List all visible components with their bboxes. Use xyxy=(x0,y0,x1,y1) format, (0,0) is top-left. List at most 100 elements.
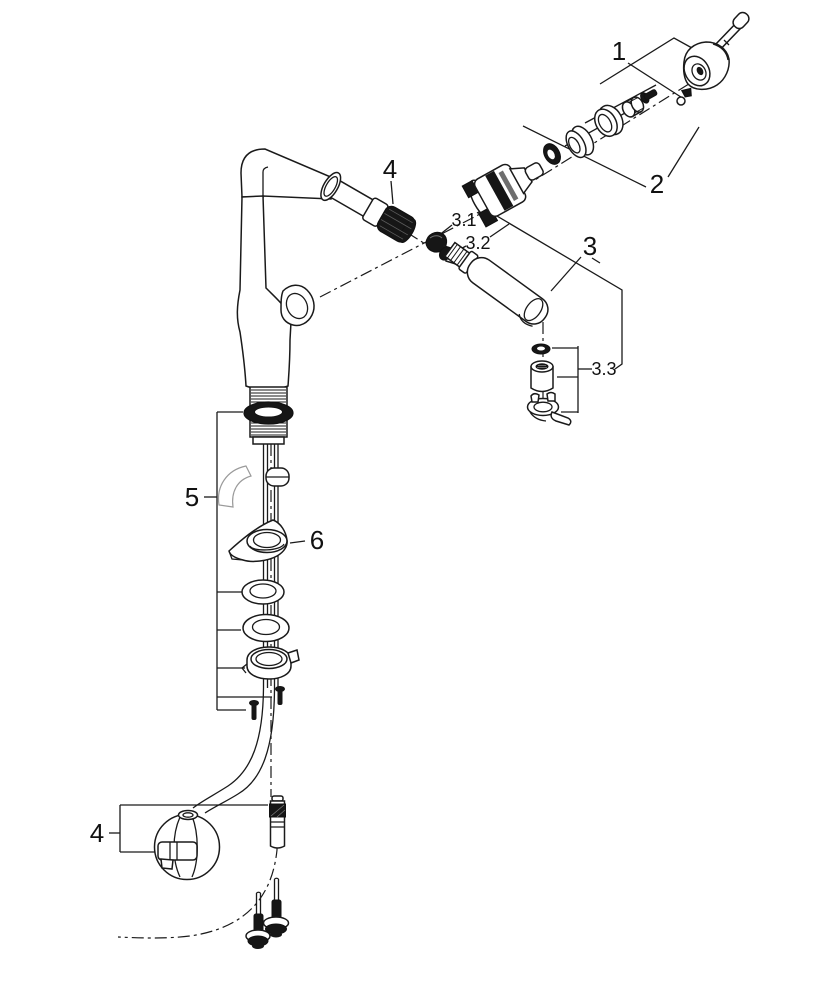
shank-o-ring-hole xyxy=(254,406,283,418)
handle-cartridge-group xyxy=(461,11,750,228)
callout-3-leader xyxy=(550,256,582,292)
key-prong-left xyxy=(530,392,540,403)
aerator-o-ring-hole xyxy=(537,346,545,351)
screw-right-shaft xyxy=(277,690,283,705)
cartridge-ring-nut xyxy=(565,125,595,159)
hose-thread-lines xyxy=(446,244,468,266)
shank-collar xyxy=(252,436,285,445)
callout-5-label: 5 xyxy=(185,482,199,512)
callout-6-leader xyxy=(289,540,306,544)
callout-1-leader xyxy=(599,37,693,85)
clamp-tab xyxy=(287,649,300,664)
callout-labels: 1 2 3 3.1 3.2 3.3 4 5 6 4 xyxy=(90,36,664,848)
stud-left-tip xyxy=(252,943,264,949)
spout-inner-corner xyxy=(262,166,269,196)
check-valve-hilite xyxy=(429,235,443,239)
lever-joint xyxy=(723,39,730,46)
lever-tip xyxy=(732,11,750,30)
cap-ring xyxy=(593,104,624,138)
aerator-key xyxy=(526,391,572,426)
callout-3-1-label: 3.1 xyxy=(451,210,476,230)
clamp-ear xyxy=(241,663,248,674)
hose-tube-end xyxy=(523,298,544,322)
aerator-screen-dots xyxy=(537,365,547,368)
cartridge-port-face xyxy=(285,292,309,320)
hose-curve-right xyxy=(204,689,276,814)
handle-knob-rim xyxy=(712,43,729,61)
rubber-washer-outer xyxy=(241,579,285,605)
stud-right-tip xyxy=(270,931,282,938)
clamp-screw-left xyxy=(249,700,259,720)
callout-4-top-label: 4 xyxy=(383,154,397,184)
spray-head-texture xyxy=(379,208,413,240)
detent-cone xyxy=(680,87,692,98)
weight-clip-tab xyxy=(160,858,174,870)
key-body-arc xyxy=(529,411,547,422)
stud-left-shaft xyxy=(255,891,262,916)
key-prong-right xyxy=(546,391,556,402)
lever-handle xyxy=(682,11,750,91)
adapter-back xyxy=(630,96,645,113)
weight-hole xyxy=(177,809,199,821)
rubber-washer-inner xyxy=(249,583,277,599)
stabilizer-foot xyxy=(228,550,244,561)
rubber-washer xyxy=(241,579,285,605)
callout-2-leader-right xyxy=(667,126,700,178)
spout-end-ring xyxy=(320,171,342,202)
connector-grooves xyxy=(270,821,285,828)
callout-3-stub xyxy=(591,257,601,264)
mounting-clamp xyxy=(241,646,300,680)
callout-4-top-leader xyxy=(390,180,394,205)
stabilizer-plate xyxy=(228,519,288,563)
ring-nut-hole xyxy=(567,136,581,154)
seal-ring-hole xyxy=(547,149,555,160)
callout-2-label: 2 xyxy=(650,169,664,199)
weight-clip-lines xyxy=(169,842,178,860)
detent-ball xyxy=(676,96,686,106)
cartridge-band xyxy=(485,170,514,211)
callout-6-label: 6 xyxy=(310,525,324,555)
hose-curve-left xyxy=(192,687,265,809)
metal-washer-inner xyxy=(251,618,281,636)
explosion-axes xyxy=(117,76,701,939)
spout-arm xyxy=(240,148,334,200)
aerator-insert xyxy=(530,360,554,393)
spray-head-face xyxy=(399,218,417,243)
callout-3-label: 3 xyxy=(583,231,597,261)
hose-tube xyxy=(466,256,549,325)
cartridge-stem xyxy=(524,162,544,181)
handle-screw xyxy=(640,89,658,104)
callout-3-bracket xyxy=(479,205,623,370)
hose-end xyxy=(443,241,549,327)
handle-knob-hub xyxy=(691,63,707,81)
callout-3-2-label: 3.2 xyxy=(465,233,490,253)
callout-leaders xyxy=(109,37,700,853)
handle-knob-hole xyxy=(696,66,704,76)
hose-tube-lip xyxy=(518,313,533,327)
clamp-screw-right xyxy=(275,686,285,705)
screw-shaft xyxy=(643,89,658,101)
key-handle xyxy=(550,411,572,426)
cartridge-seal-ring xyxy=(543,143,561,165)
callout-1-tine-c xyxy=(627,62,685,100)
mounting-stud-right xyxy=(262,877,290,938)
callout-3-2-stub xyxy=(489,223,510,238)
aerator-body xyxy=(530,366,554,393)
metal-washer xyxy=(242,613,290,643)
connector-knurl-lines xyxy=(270,804,286,818)
cartridge-band2 xyxy=(498,170,519,201)
callout-3-3-label: 3.3 xyxy=(591,359,616,379)
metal-washer-outer xyxy=(242,613,290,643)
adapter-facets xyxy=(628,96,645,114)
cap-ring-hole xyxy=(597,113,613,133)
hose-weight xyxy=(153,809,221,881)
aerator-screen xyxy=(535,363,549,370)
cartridge-axis xyxy=(319,76,701,298)
spout-end-ring-inner xyxy=(323,175,339,197)
hose-loop-axis xyxy=(117,800,278,939)
callout-4-bottom-label: 4 xyxy=(90,818,104,848)
hose-weight-group xyxy=(153,795,290,949)
weight-hole-inner xyxy=(182,812,194,818)
